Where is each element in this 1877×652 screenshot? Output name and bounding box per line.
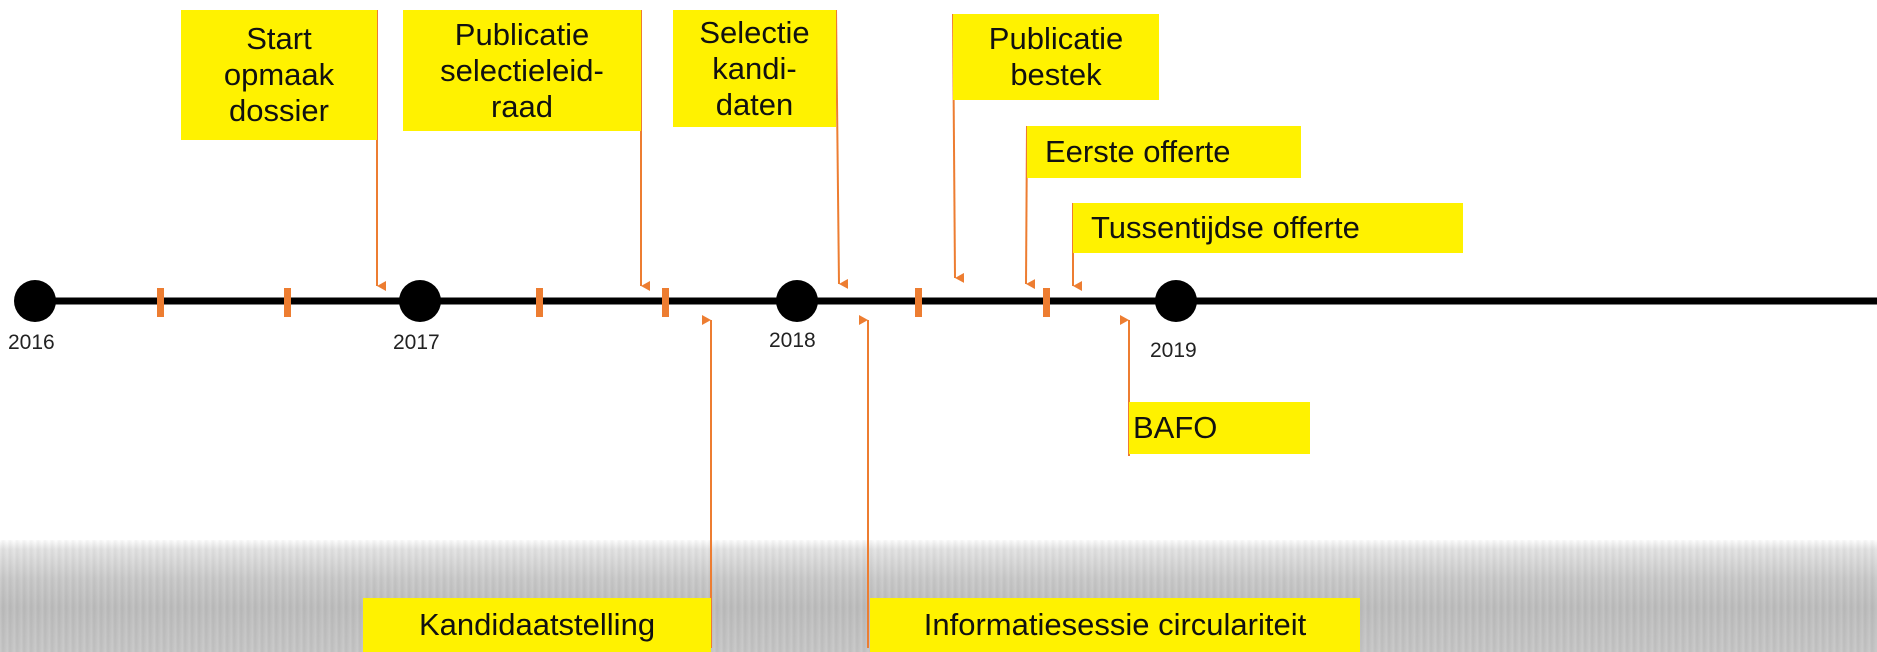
year-label-2019: 2019 bbox=[1150, 339, 1197, 362]
event-label-selectie-kandidaten: Selectie kandi- daten bbox=[673, 10, 836, 127]
year-label-2016: 2016 bbox=[8, 331, 55, 354]
event-label-bafo: BAFO bbox=[1129, 402, 1310, 454]
event-label-start-opmaak-dossier: Start opmaak dossier bbox=[181, 10, 377, 140]
background-floor bbox=[0, 540, 1877, 652]
year-label-2018: 2018 bbox=[769, 329, 816, 352]
arrow-eerste-offerte bbox=[1025, 125, 1036, 290]
year-marker-2017 bbox=[399, 280, 441, 322]
event-label-eerste-offerte: Eerste offerte bbox=[1027, 126, 1301, 178]
year-marker-2019 bbox=[1155, 280, 1197, 322]
arrow-selectie-kandidaten bbox=[835, 9, 849, 289]
event-label-publicatie-bestek: Publicatie bestek bbox=[953, 14, 1159, 100]
year-label-2017: 2017 bbox=[393, 331, 440, 354]
event-label-informatiesessie-circulariteit: Informatiesessie circulariteit bbox=[870, 598, 1360, 652]
event-label-publicatie-selectieleidraad: Publicatie selectieleid- raad bbox=[403, 10, 641, 131]
half-year-tick bbox=[536, 288, 543, 317]
year-marker-2018 bbox=[776, 280, 818, 322]
event-label-kandidaatstelling: Kandidaatstelling bbox=[363, 598, 711, 652]
event-label-tussentijdse-offerte: Tussentijdse offerte bbox=[1073, 203, 1463, 253]
half-year-tick bbox=[662, 288, 669, 317]
half-year-tick bbox=[284, 288, 291, 317]
half-year-tick bbox=[1043, 288, 1050, 317]
year-marker-2016 bbox=[14, 280, 56, 322]
half-year-tick bbox=[915, 288, 922, 317]
half-year-tick bbox=[157, 288, 164, 317]
